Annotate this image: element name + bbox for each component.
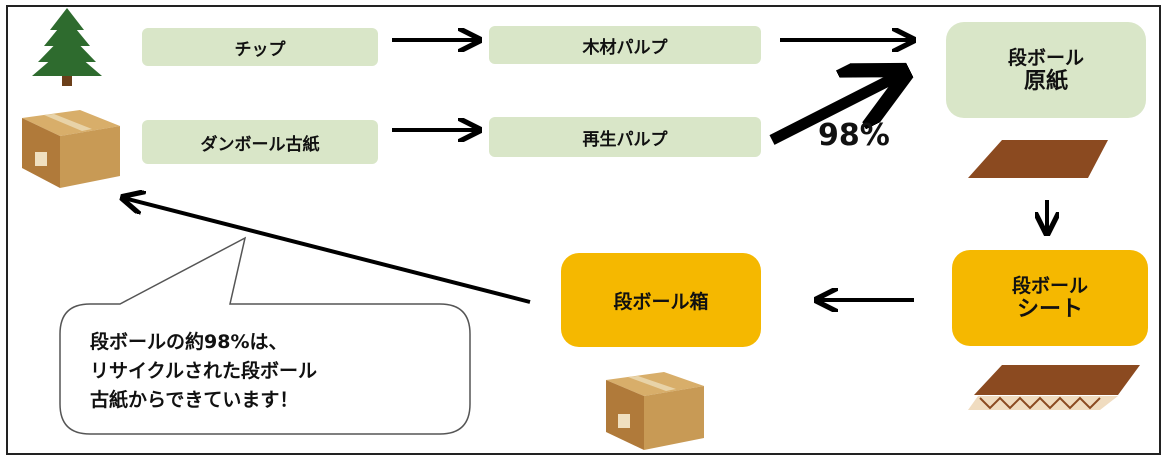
base-paper-line1: 段ボール bbox=[1007, 47, 1084, 69]
wood-pulp-label: 木材パルプ bbox=[489, 26, 761, 64]
diagram-frame bbox=[6, 5, 1161, 455]
callout-line1: 段ボールの約98%は、 bbox=[90, 331, 288, 353]
cardboard-box-icon bbox=[22, 110, 120, 188]
cardboard-box-icon bbox=[606, 372, 704, 450]
sheet-box: 段ボール シート bbox=[952, 250, 1148, 346]
recycle-percentage: 98% bbox=[818, 118, 890, 153]
waste-paper-label: ダンボール古紙 bbox=[142, 120, 378, 164]
chip-label: チップ bbox=[142, 28, 378, 66]
callout-text: 段ボールの約98%は、 リサイクルされた段ボール 古紙からできています！ bbox=[90, 328, 317, 415]
base-paper-box: 段ボール 原紙 bbox=[946, 22, 1146, 118]
tree-icon bbox=[32, 8, 102, 86]
sheet-line1: 段ボール bbox=[1011, 275, 1088, 297]
callout-bubble bbox=[59, 236, 471, 435]
base-paper-line2: 原紙 bbox=[1023, 69, 1068, 94]
callout-line2: リサイクルされた段ボール bbox=[90, 360, 318, 382]
sheet-line2: シート bbox=[1016, 297, 1083, 322]
arrow-recycled-to-base-98 bbox=[769, 75, 900, 145]
callout-line3: 古紙からできています！ bbox=[90, 389, 299, 411]
paper-sheet-icon bbox=[968, 140, 1108, 178]
cardboard-box-label: 段ボール箱 bbox=[561, 253, 761, 347]
recycled-pulp-label: 再生パルプ bbox=[489, 117, 761, 157]
arrow-box-to-waste bbox=[124, 198, 531, 304]
corrugated-sheet-icon bbox=[968, 365, 1140, 410]
